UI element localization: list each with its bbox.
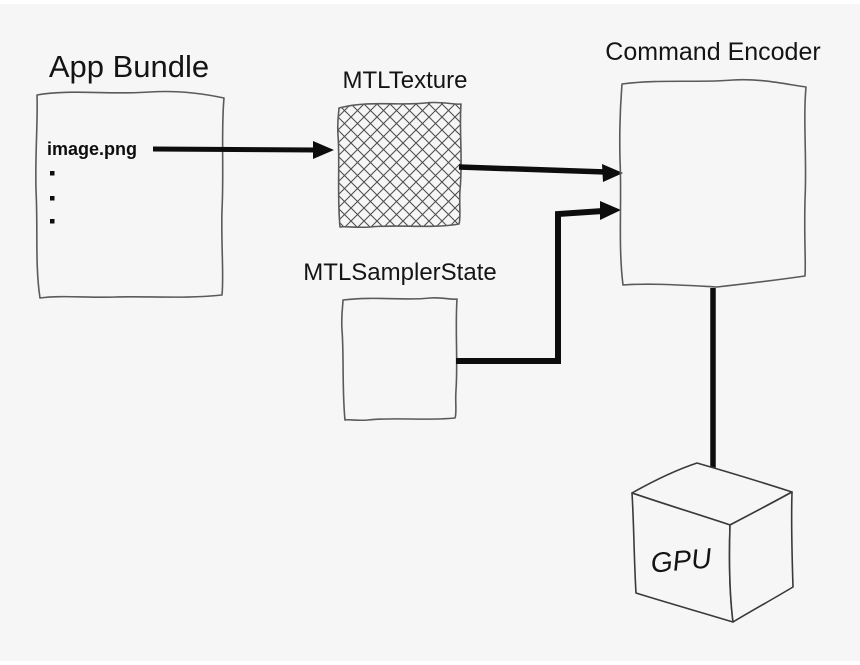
mtl-sampler-state-box — [340, 296, 458, 422]
command-encoder-node: Command Encoder — [605, 38, 821, 288]
command-encoder-box — [618, 78, 807, 288]
image-file-label: image.png — [47, 139, 137, 159]
top-edge-strip — [0, 0, 860, 4]
arrow-shaft — [456, 208, 604, 364]
app-bundle-box — [35, 90, 225, 299]
ellipsis-dot — [50, 171, 55, 176]
mtl-texture-title: MTLTexture — [343, 67, 468, 94]
gpu-title: GPU — [649, 542, 713, 578]
mtl-texture-node: MTLTexture — [336, 67, 468, 229]
crosshatch-fill — [337, 102, 462, 228]
arrow-shaft — [152, 146, 317, 153]
arrow-shaft — [458, 164, 607, 175]
app-bundle-title: App Bundle — [49, 49, 209, 84]
mtl-sampler-state-node: MTLSamplerState — [303, 259, 497, 422]
edge-sampler-to-encoder — [456, 201, 621, 364]
arrowhead-icon — [602, 164, 623, 182]
command-encoder-title: Command Encoder — [605, 38, 820, 66]
arrowhead-icon — [600, 201, 621, 220]
arrowhead-icon — [313, 141, 334, 159]
ellipsis-dot — [50, 219, 55, 224]
bottom-edge-strip — [0, 661, 860, 665]
app-bundle-node: App Bundle image.png — [35, 49, 225, 299]
edge-texture-to-encoder — [458, 164, 623, 182]
mtl-texture-box — [336, 101, 462, 229]
gpu-node: GPU — [631, 462, 794, 623]
ellipsis-dot — [50, 196, 55, 201]
mtl-sampler-state-title: MTLSamplerState — [303, 259, 496, 286]
gpu-cube-right-face — [728, 491, 794, 623]
edge-image-to-texture — [152, 141, 334, 159]
